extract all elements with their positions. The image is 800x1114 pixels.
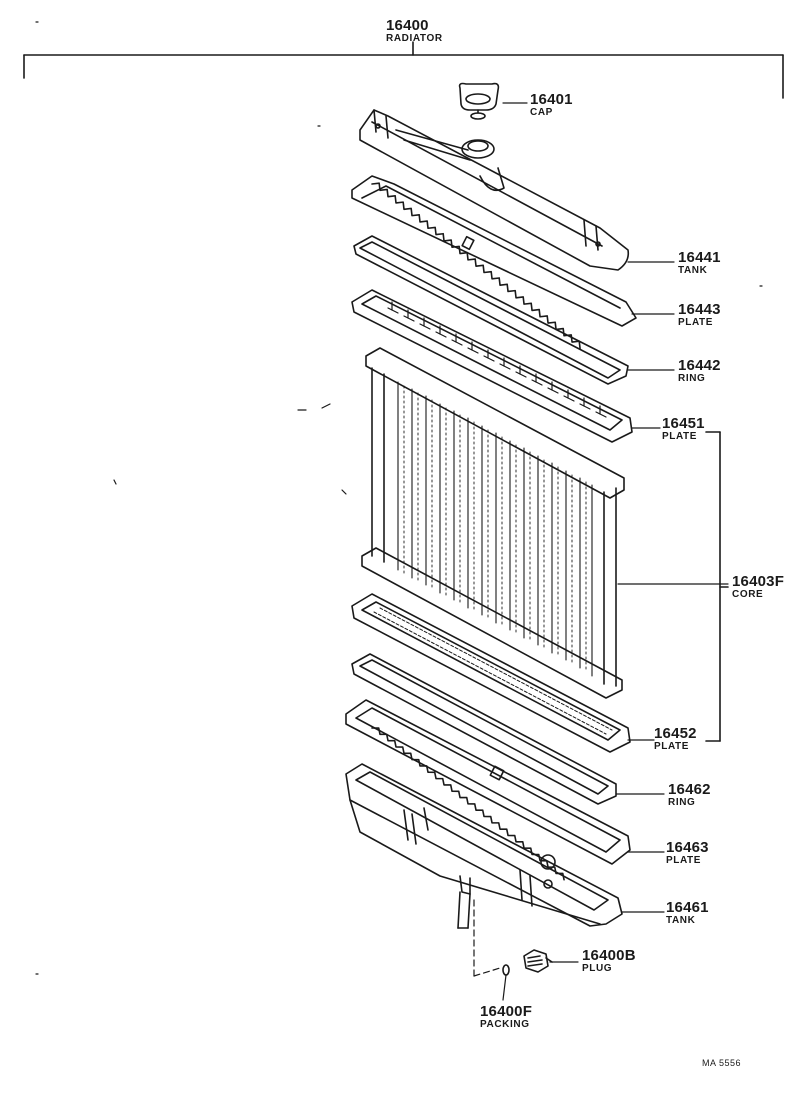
label-lower-ring: 16462 RING <box>668 782 711 808</box>
upper-plate-16443 <box>351 175 637 350</box>
part-name: RING <box>678 373 706 384</box>
part-name: TANK <box>678 265 708 276</box>
upper-tank-16441 <box>359 109 630 271</box>
core-group-bracket <box>705 431 729 742</box>
part-no: 16452 <box>654 725 697 742</box>
cap-16401 <box>458 82 500 120</box>
part-name: CAP <box>530 107 553 118</box>
part-no: 16461 <box>666 899 709 916</box>
upper-ring-16442 <box>353 235 629 385</box>
part-name: PLUG <box>582 963 613 974</box>
part-no: 16443 <box>678 301 721 318</box>
part-name: PLATE <box>654 741 690 752</box>
part-no: 16462 <box>668 781 711 798</box>
label-core: 16403F CORE <box>732 574 784 600</box>
label-upper-tank: 16441 TANK <box>678 250 721 276</box>
part-no: 16451 <box>662 415 705 432</box>
label-assembly: 16400 RADIATOR <box>386 18 443 44</box>
part-no: 16403F <box>732 573 785 590</box>
leader-lines <box>502 102 729 1001</box>
drain-path <box>473 899 501 977</box>
label-lower-plate: 16463 PLATE <box>666 840 709 866</box>
scan-specks <box>35 21 763 975</box>
part-no: 16441 <box>678 249 721 266</box>
lower-ring-16462 <box>351 653 617 805</box>
label-cap: 16401 CAP <box>530 92 573 118</box>
lower-plate-16463 <box>345 699 631 881</box>
label-upper-plate: 16443 PLATE <box>678 302 721 328</box>
drain-plug-16400B <box>523 949 553 973</box>
core-top-plate-16451 <box>351 289 633 443</box>
part-name: RING <box>668 797 696 808</box>
part-no: 16400F <box>480 1003 533 1020</box>
part-name: PLATE <box>662 431 698 442</box>
label-drain-plug: 16400B PLUG <box>582 948 636 974</box>
drawing-code: MA 5556 <box>702 1058 742 1068</box>
label-core-bottom-plate: 16452 PLATE <box>654 726 697 752</box>
label-upper-ring: 16442 RING <box>678 358 721 384</box>
part-no: 16400B <box>582 947 636 964</box>
label-lower-tank: 16461 TANK <box>666 900 709 926</box>
part-name: PLATE <box>666 855 702 866</box>
lower-tank-16461 <box>345 763 623 929</box>
part-name: CORE <box>732 589 764 600</box>
assembly-bracket <box>23 41 784 99</box>
assembly-name: RADIATOR <box>386 33 443 44</box>
part-no: 16442 <box>678 357 721 374</box>
label-core-top-plate: 16451 PLATE <box>662 416 705 442</box>
part-no: 16401 <box>530 91 573 108</box>
part-name: PACKING <box>480 1019 530 1030</box>
label-packing: 16400F PACKING <box>480 1004 532 1030</box>
core-16403F <box>361 347 625 699</box>
part-no: 16463 <box>666 839 709 856</box>
assembly-part-no: 16400 <box>386 17 429 34</box>
part-name: TANK <box>666 915 696 926</box>
packing-16400F <box>502 964 510 976</box>
part-name: PLATE <box>678 317 714 328</box>
core-bottom-plate-16452 <box>351 593 631 753</box>
